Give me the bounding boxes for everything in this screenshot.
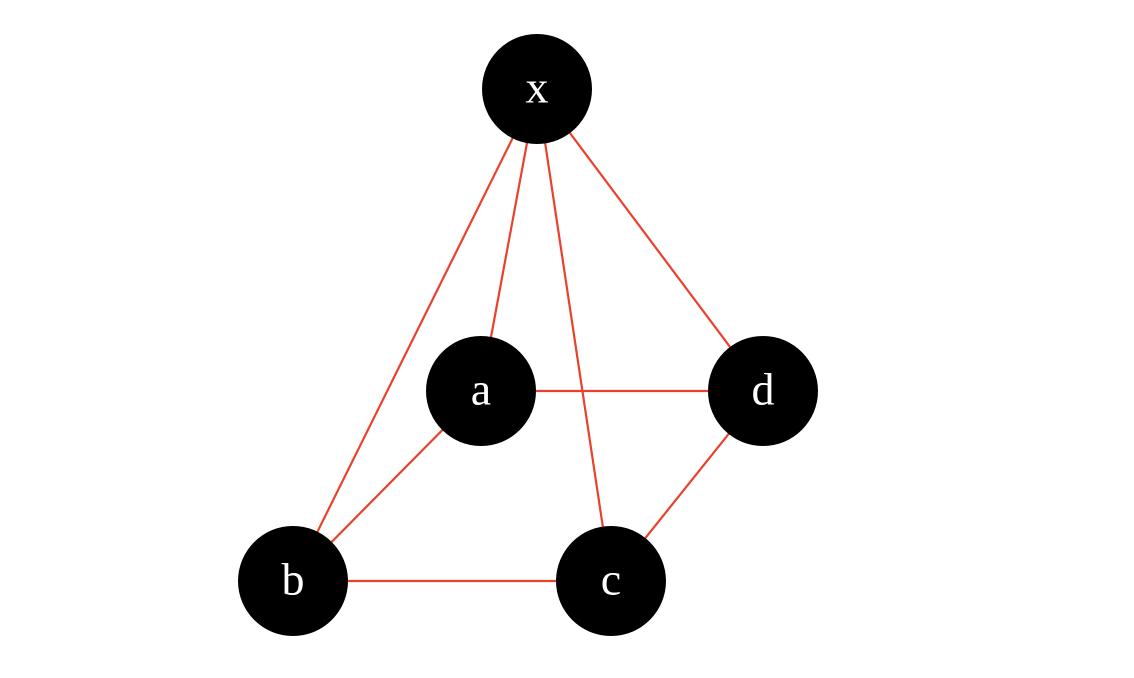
node-circle bbox=[238, 526, 348, 636]
node-label: c bbox=[601, 554, 621, 605]
node-label: d bbox=[752, 364, 775, 415]
edge-x-d bbox=[536, 88, 764, 392]
node-x: x bbox=[482, 34, 592, 144]
node-a: a bbox=[426, 336, 536, 446]
edge-x-b bbox=[292, 88, 538, 582]
edges bbox=[292, 88, 764, 583]
node-label: b bbox=[282, 554, 305, 605]
node-circle bbox=[708, 336, 818, 446]
nodes: x a d b c bbox=[238, 34, 818, 636]
node-label: x bbox=[526, 62, 549, 113]
edge-x-c bbox=[535, 88, 613, 582]
node-circle bbox=[556, 526, 666, 636]
node-circle bbox=[426, 336, 536, 446]
node-label: a bbox=[471, 364, 491, 415]
node-b: b bbox=[238, 526, 348, 636]
node-d: d bbox=[708, 336, 818, 446]
node-c: c bbox=[556, 526, 666, 636]
node-circle bbox=[482, 34, 592, 144]
